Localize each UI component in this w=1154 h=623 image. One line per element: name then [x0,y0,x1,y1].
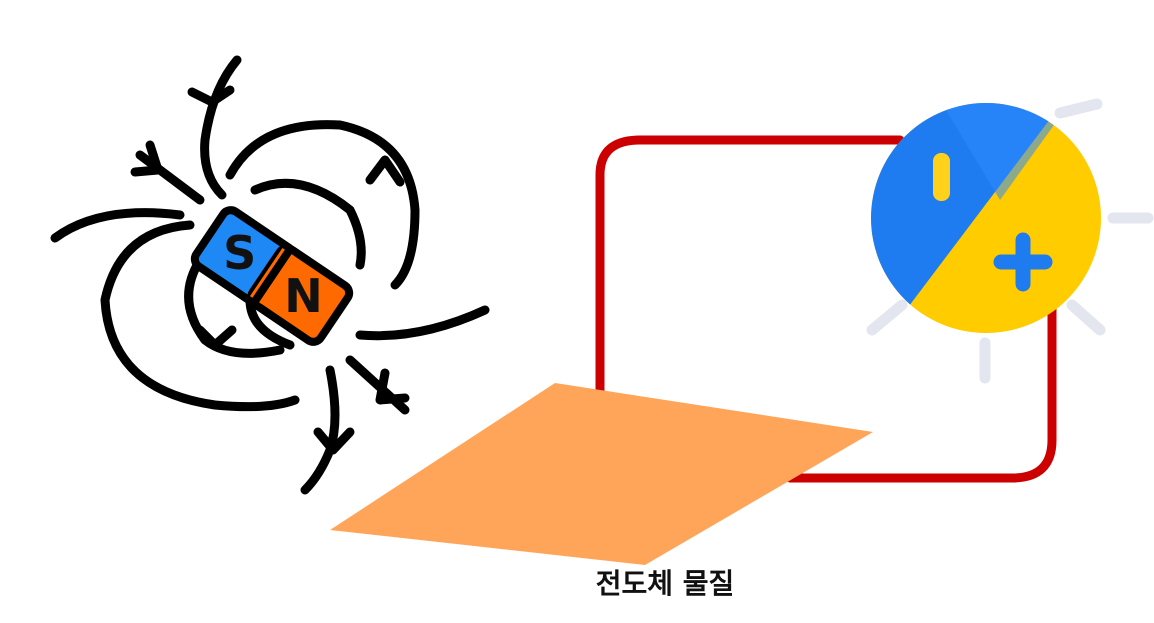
conductor-caption: 전도체 물질 [595,567,735,600]
north-label: N [284,269,323,323]
conductor-plate [330,383,873,565]
south-label: S [223,226,256,280]
bar-magnet: S N [190,206,354,346]
minus-sign-icon [933,153,950,201]
battery-glow-rays [866,98,1154,384]
plus-sign-icon [993,232,1053,292]
battery-icon [871,103,1101,333]
field-arrow-icons [130,85,410,455]
circuit-wire [595,135,1057,483]
